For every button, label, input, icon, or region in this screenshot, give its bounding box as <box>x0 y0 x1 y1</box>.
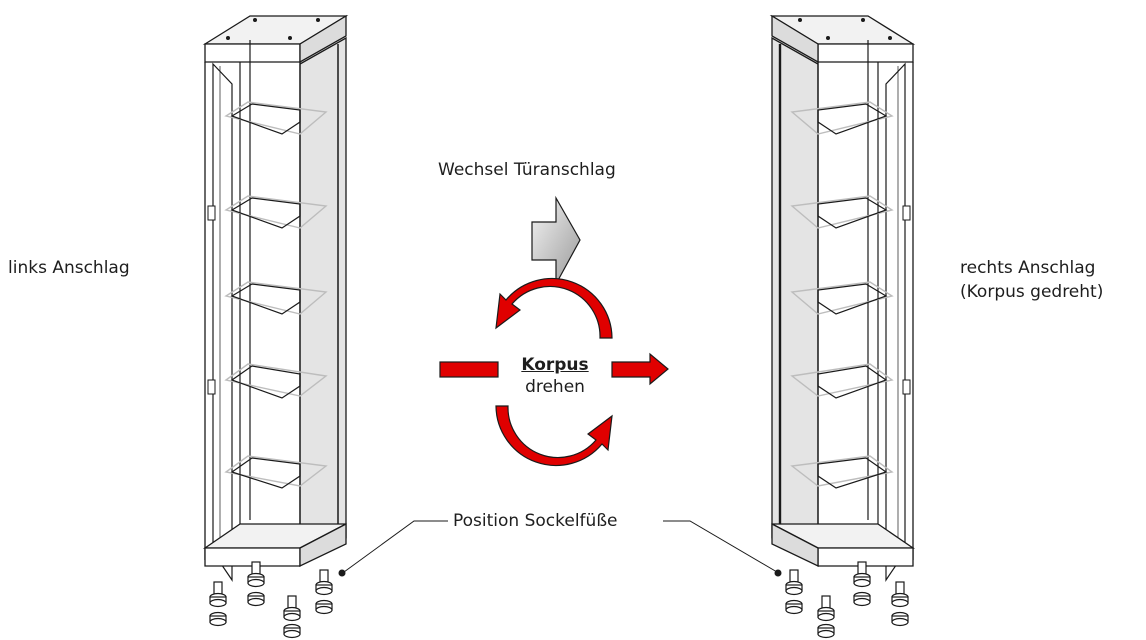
left-cabinet <box>202 14 349 639</box>
center-label-bold: Korpus <box>521 355 589 375</box>
grey-arrow-icon <box>531 195 581 285</box>
right-cabinet <box>769 14 916 639</box>
center-label: Korpus drehen <box>505 354 605 398</box>
right-label-line2: (Korpus gedreht) <box>960 282 1104 302</box>
leader-dot-left <box>338 569 346 577</box>
top-label: Wechsel Türanschlag <box>438 160 616 180</box>
center-label-text: drehen <box>525 377 585 397</box>
leader-lines <box>343 520 778 573</box>
leader-dot-right <box>774 569 782 577</box>
red-arrow-icon <box>439 361 499 378</box>
red-arrow-icon <box>611 352 669 386</box>
bottom-label: Position Sockelfüße <box>453 511 618 531</box>
rotate-arrow-icon <box>495 277 613 467</box>
left-label: links Anschlag <box>8 258 130 278</box>
right-label-line1: rechts Anschlag <box>960 258 1096 278</box>
